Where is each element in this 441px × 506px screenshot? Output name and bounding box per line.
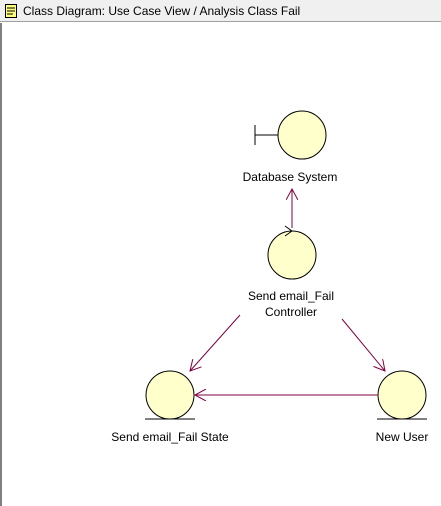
controller-control-icon[interactable] [267,225,317,280]
title-bar: Class Diagram: Use Case View / Analysis … [0,0,441,22]
controller-label-line1: Send email_Fail [247,289,335,303]
class-diagram-icon [3,3,19,19]
database-system-boundary-icon[interactable] [254,110,327,160]
controller-label-line2: Controller [264,305,318,319]
diagram-canvas[interactable]: Database System Send email_Fail Controll… [0,23,441,506]
association-controller-to-fail-state[interactable] [190,314,241,371]
database-system-label: Database System [242,170,338,184]
new-user-label: New User [375,430,429,444]
window-title: Class Diagram: Use Case View / Analysis … [23,3,301,18]
association-controller-to-new-user[interactable] [341,318,385,371]
fail-state-entity-icon[interactable] [145,370,195,420]
new-user-entity-icon[interactable] [377,370,427,420]
fail-state-label: Send email_Fail State [111,430,229,444]
